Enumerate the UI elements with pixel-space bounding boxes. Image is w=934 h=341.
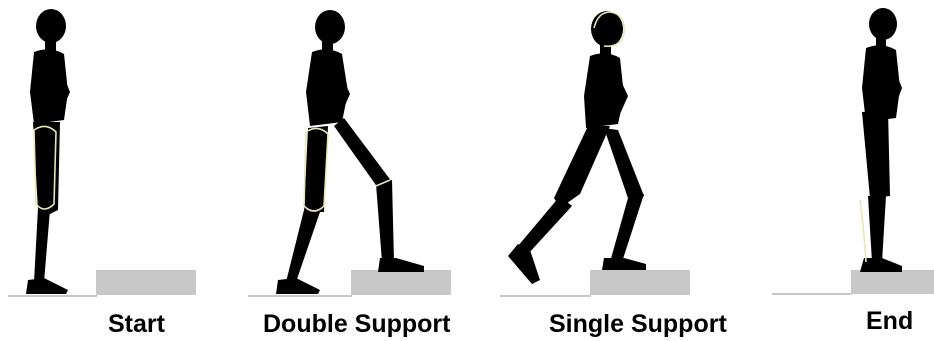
figure-single-support (508, 11, 646, 284)
step-block (851, 270, 934, 294)
figure-standing (26, 9, 70, 294)
figure-double-support (276, 10, 424, 294)
step-block (351, 270, 451, 295)
step-block (590, 270, 690, 295)
step-block (96, 270, 196, 295)
figure-end-standing (860, 8, 902, 272)
panel-end (772, 8, 934, 294)
panel-double-support (248, 10, 451, 296)
panel-single-support (500, 11, 690, 296)
label-start: Start (108, 312, 165, 337)
label-single-support: Single Support (549, 312, 727, 337)
panel-start (8, 9, 196, 296)
label-double-support: Double Support (263, 312, 450, 337)
label-end: End (866, 309, 913, 334)
